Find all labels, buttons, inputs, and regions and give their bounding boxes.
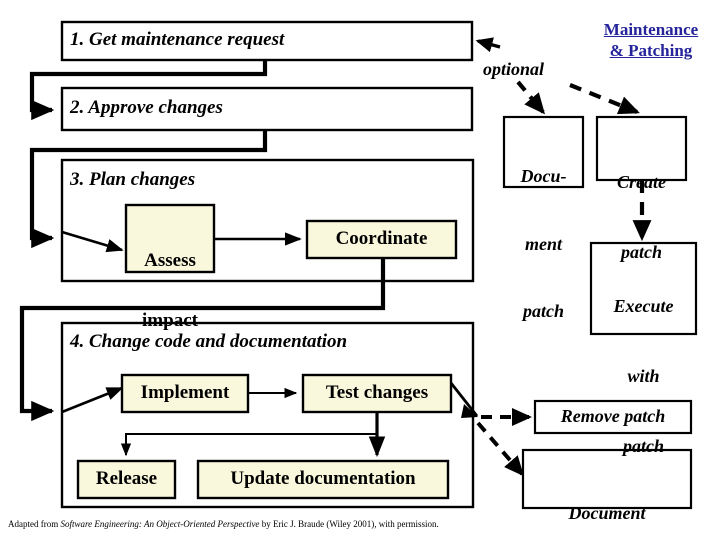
create-patch-box[interactable] [595,115,688,182]
title-line-2: & Patching [609,41,693,61]
document-patch-removal-box[interactable] [521,448,693,510]
test-changes-box[interactable] [301,373,453,414]
stage-2-box[interactable] [60,86,474,132]
patch-junction-arrowhead [461,404,478,418]
footer-suffix: by Eric J. Braude (Wiley 2001), with per… [259,519,439,529]
assess-impact-box[interactable] [124,203,216,274]
stage-1-box[interactable] [60,20,474,62]
implement-box[interactable] [120,373,250,414]
dashed-optional-into-stage1 [475,37,501,53]
dashed-to-document-patch-removal [476,421,524,477]
page-title: Maintenance & Patching [586,19,716,62]
title-line-1: Maintenance [603,20,699,39]
update-documentation-box[interactable] [196,459,450,500]
attribution-footer: Adapted from Software Engineering: An Ob… [8,519,439,529]
release-box[interactable] [76,459,177,500]
execute-with-patch-box[interactable] [589,241,698,336]
footer-prefix: Adapted from [8,519,61,529]
connector-stage2-stage3 [29,130,268,249]
connector-stage1-stage2 [29,60,268,121]
connector-into-implement [61,386,124,414]
connector-stage3-stage4 [19,258,386,422]
connector-test-to-patch-junction [449,382,479,417]
dashed-to-create-patch [569,83,640,115]
coordinate-box[interactable] [305,219,458,260]
document-patch-box[interactable] [502,115,585,189]
connector-into-assess-impact [61,230,124,253]
dashed-to-document-patch [516,80,546,115]
remove-patch-box[interactable] [533,399,693,435]
footer-book-title: Software Engineering: An Object-Oriented… [60,519,260,529]
